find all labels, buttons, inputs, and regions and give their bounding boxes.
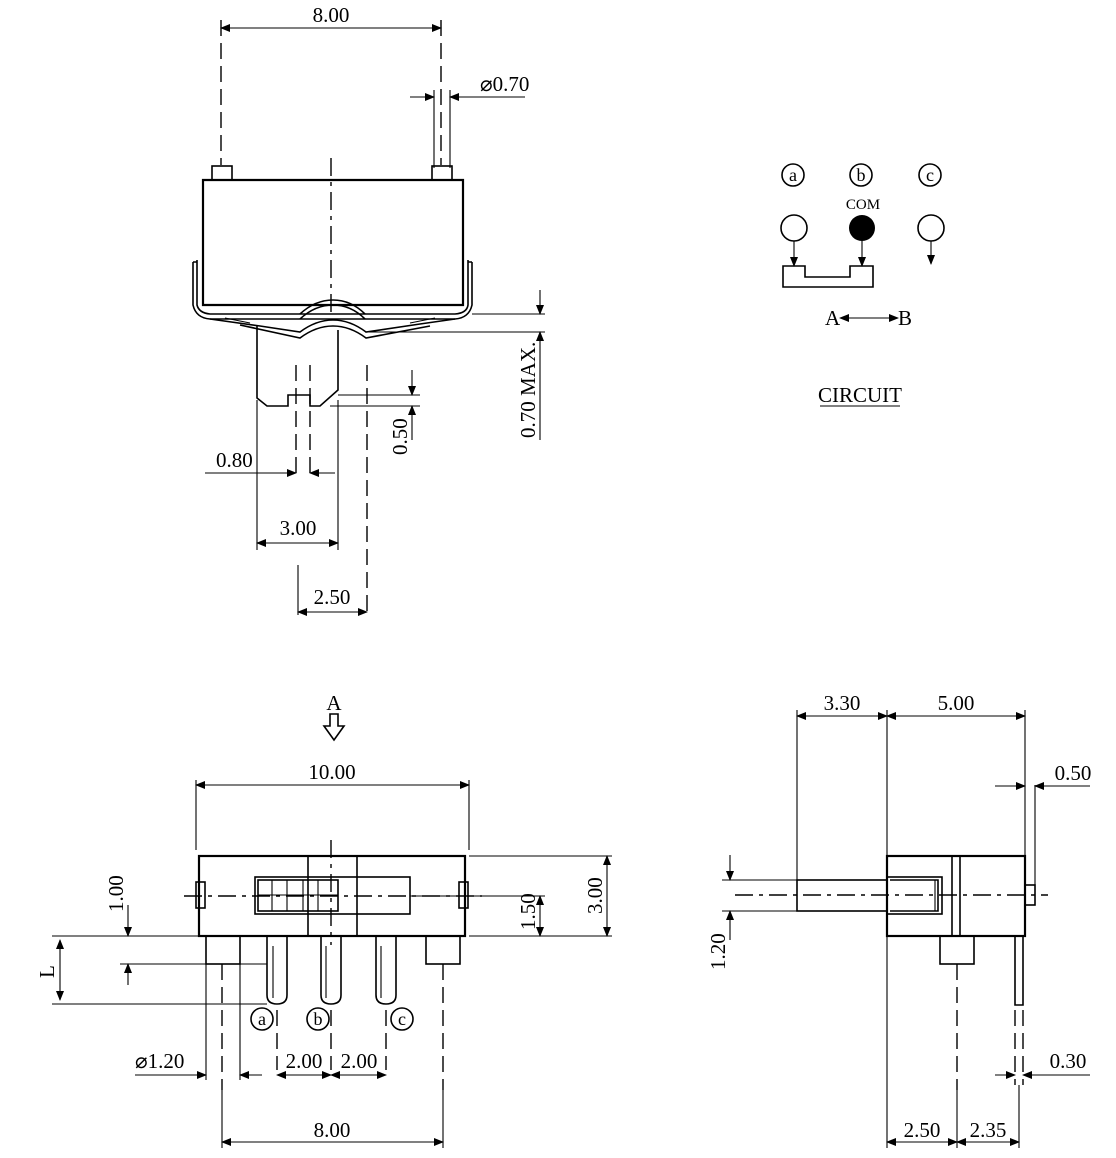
dim-pitch-1: 2.00 [286, 1049, 323, 1073]
dim-5-00: 5.00 [938, 691, 975, 715]
pin-label-a: a [258, 1009, 266, 1029]
front-view: A 10.00 [35, 691, 612, 1148]
pin-label-b: b [314, 1009, 323, 1029]
dim-actuator-width: 0.80 [216, 448, 253, 472]
circuit-diagram: a b c COM A B CIRCUIT [780, 163, 945, 407]
side-view: 3.30 5.00 0.50 1.20 [706, 691, 1091, 1148]
dim-max-height: 0.70 MAX. [516, 342, 540, 438]
dim-hole-diameter: ⌀1.20 [135, 1049, 184, 1073]
view-arrow-label: A [326, 691, 342, 715]
circuit-terminal-c: c [926, 165, 934, 185]
circuit-com-label: COM [846, 197, 880, 213]
pin-label-c: c [398, 1009, 406, 1029]
dim-L: L [35, 965, 59, 978]
top-view: 8.00 ⌀0.70 0.50 [192, 3, 545, 616]
dim-3-00: 3.00 [583, 877, 607, 914]
circuit-terminal-b: b [857, 165, 866, 185]
dim-mount-spacing: 8.00 [314, 1118, 351, 1142]
dim-0-50: 0.50 [1055, 761, 1092, 785]
dim-actuator-offset: 2.50 [314, 585, 351, 609]
circuit-title: CIRCUIT [818, 383, 902, 407]
dim-1-50: 1.50 [516, 893, 540, 930]
dim-step: 0.50 [388, 418, 412, 455]
circuit-dir-a: A [825, 306, 841, 330]
dim-1-00: 1.00 [104, 875, 128, 912]
dim-pin-diameter: ⌀0.70 [480, 72, 529, 96]
circuit-dir-b: B [898, 306, 912, 330]
dim-2-50: 2.50 [904, 1118, 941, 1142]
dim-pin-spacing: 8.00 [313, 3, 350, 27]
dim-pitch-2: 2.00 [341, 1049, 378, 1073]
dim-1-20: 1.20 [706, 933, 730, 970]
dim-2-35: 2.35 [970, 1118, 1007, 1142]
circuit-terminal-a: a [789, 165, 797, 185]
dim-0-30: 0.30 [1050, 1049, 1087, 1073]
dim-3-30: 3.30 [824, 691, 861, 715]
dim-width: 10.00 [308, 760, 355, 784]
dim-actuator-length: 3.00 [280, 516, 317, 540]
